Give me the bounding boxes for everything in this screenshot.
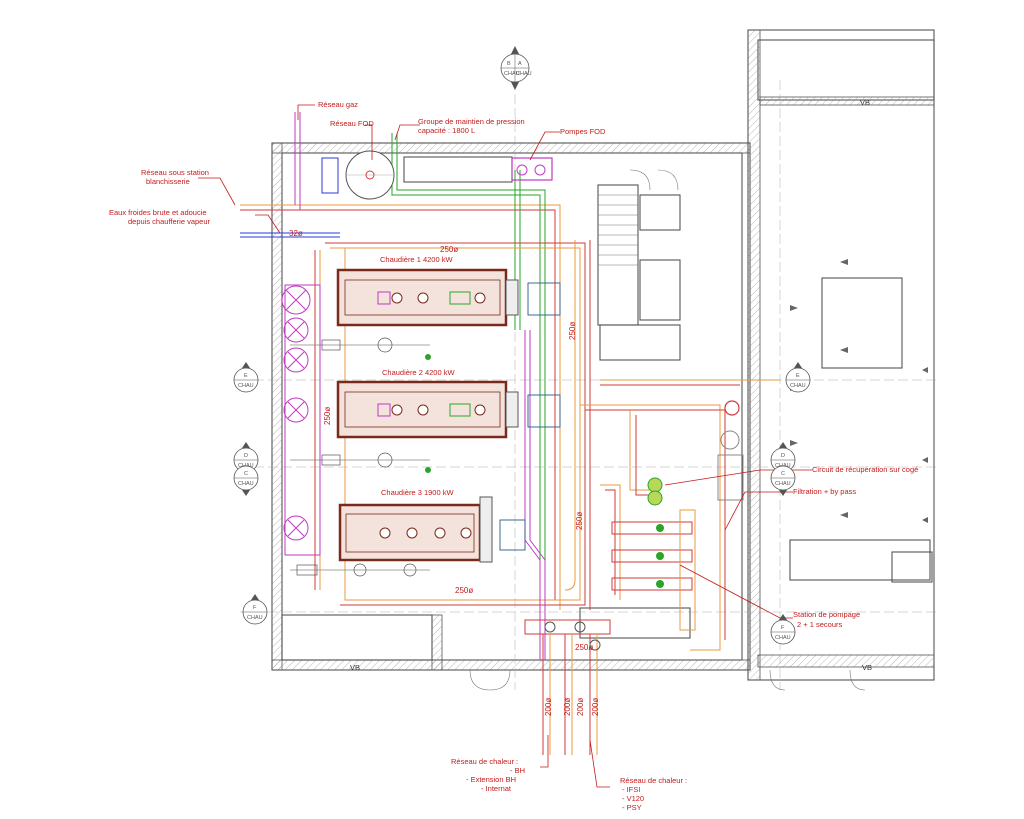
dim-200-a: 200ø bbox=[544, 698, 553, 716]
label-reseau-chaleur-left-1: - BH bbox=[510, 766, 525, 775]
label-station-pompage-2: 2 + 1 secours bbox=[797, 620, 842, 629]
building-walls bbox=[240, 29, 940, 691]
svg-text:CHAU: CHAU bbox=[775, 481, 791, 487]
label-eaux-froides-2: depuis chaufferie vapeur bbox=[128, 217, 211, 226]
label-reseau-chaleur-left-3: - Internat bbox=[481, 784, 512, 793]
label-vb-top: VB bbox=[860, 98, 870, 107]
section-marker-top: B A CHAU CHAU bbox=[500, 46, 532, 90]
svg-text:D: D bbox=[781, 453, 785, 459]
label-reseau-chaleur-left: Réseau de chaleur : bbox=[451, 757, 518, 766]
svg-text:C: C bbox=[781, 471, 785, 477]
svg-text:CHAU: CHAU bbox=[775, 635, 791, 641]
recovery-circuit bbox=[580, 379, 780, 651]
dim-250-lower: 250ø bbox=[575, 512, 584, 530]
svg-text:C: C bbox=[244, 471, 248, 477]
label-reseau-gaz: Réseau gaz bbox=[318, 100, 358, 109]
fod-pumps bbox=[511, 157, 553, 181]
label-groupe-maintien-2: capacité : 1800 L bbox=[418, 126, 475, 135]
label-reseau-chaleur-right-1: - IFSI bbox=[622, 785, 640, 794]
label-reseau-sous-station-1: Réseau sous station bbox=[141, 168, 209, 177]
svg-text:CHAU: CHAU bbox=[238, 383, 254, 389]
leader-lines bbox=[198, 104, 812, 788]
section-marker-f-left: F CHAU bbox=[242, 594, 268, 625]
left-exchangers bbox=[281, 284, 321, 556]
dim-250-pump: 250ø bbox=[575, 643, 593, 652]
incoming-pipes bbox=[240, 112, 561, 610]
label-reseau-fod: Réseau FOD bbox=[330, 119, 374, 128]
dim-250-top: 250ø bbox=[440, 245, 458, 254]
svg-text:F: F bbox=[781, 625, 785, 631]
svg-text:D: D bbox=[244, 453, 248, 459]
label-filtration: Filtration + by pass bbox=[793, 487, 856, 496]
section-marker-e-right: E CHAU bbox=[785, 362, 811, 393]
section-marker-f-right: F CHAU bbox=[770, 614, 796, 645]
label-reseau-chaleur-right-3: - PSY bbox=[622, 803, 642, 812]
label-reseau-chaleur-right-2: - V120 bbox=[622, 794, 644, 803]
svg-text:E: E bbox=[796, 373, 800, 379]
dim-200-b: 200ø bbox=[563, 698, 572, 716]
svg-text:A: A bbox=[518, 61, 522, 67]
label-chaudiere-3: Chaudière 3 1900 kW bbox=[381, 488, 454, 497]
pressure-tank bbox=[321, 150, 395, 200]
dim-200-d: 200ø bbox=[591, 698, 600, 716]
boiler-valves bbox=[290, 337, 431, 577]
label-eaux-froides-1: Eaux froides brute et adoucie bbox=[109, 208, 207, 217]
svg-text:F: F bbox=[253, 605, 257, 611]
section-marker-e-left: E CHAU bbox=[233, 362, 259, 393]
boiler-1 bbox=[336, 268, 519, 327]
dim-250-mid: 250ø bbox=[568, 322, 577, 340]
label-station-pompage-1: Station de pompage bbox=[793, 610, 860, 619]
section-marker-c-right: C CHAU bbox=[770, 465, 796, 496]
label-reseau-chaleur-right: Réseau de chaleur : bbox=[620, 776, 687, 785]
label-circuit-recuperation: Circuit de récupération sur cogé bbox=[812, 465, 918, 474]
heat-network-pipes bbox=[524, 619, 611, 755]
label-chaudiere-2: Chaudière 2 4200 kW bbox=[382, 368, 455, 377]
svg-text:CHAU: CHAU bbox=[238, 481, 254, 487]
gas-valve-banks bbox=[499, 282, 561, 551]
label-chaudiere-1: Chaudière 1 4200 kW bbox=[380, 255, 453, 264]
svg-text:B: B bbox=[507, 61, 511, 67]
pumping-station bbox=[600, 484, 696, 631]
dim-250-left: 250ø bbox=[323, 407, 332, 425]
label-groupe-maintien-1: Groupe de maintien de pression bbox=[418, 117, 525, 126]
label-reseau-chaleur-left-2: - Extension BH bbox=[466, 775, 516, 784]
annotations: Réseau gaz Réseau FOD Groupe de maintien… bbox=[109, 98, 918, 812]
svg-text:CHAU: CHAU bbox=[504, 71, 520, 77]
section-marker-c-left: C CHAU bbox=[233, 465, 259, 496]
label-pompes-fod: Pompes FOD bbox=[560, 127, 606, 136]
dim-250-bottom: 250ø bbox=[455, 586, 473, 595]
dim-32: 32ø bbox=[289, 229, 303, 238]
svg-text:CHAU: CHAU bbox=[790, 383, 806, 389]
boiler-3 bbox=[338, 496, 493, 563]
label-vb-bottom-left: VB bbox=[350, 663, 360, 672]
boiler-2 bbox=[336, 380, 519, 439]
svg-text:E: E bbox=[244, 373, 248, 379]
label-vb-bottom-right: VB bbox=[862, 663, 872, 672]
label-reseau-sous-station-2: blanchisserie bbox=[146, 177, 190, 186]
svg-text:CHAU: CHAU bbox=[516, 71, 532, 77]
svg-text:CHAU: CHAU bbox=[247, 615, 263, 621]
dim-200-c: 200ø bbox=[576, 698, 585, 716]
